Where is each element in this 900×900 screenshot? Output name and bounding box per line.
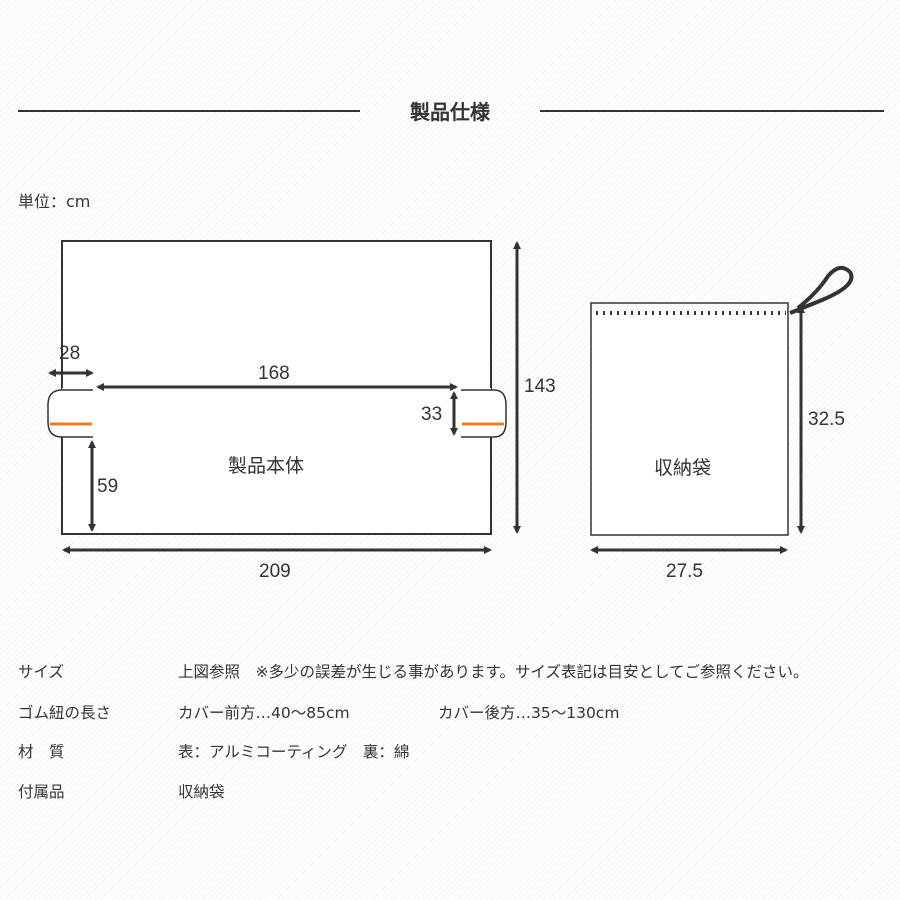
spec-label-accessory: 付属品 bbox=[18, 783, 65, 801]
product-body-label: 製品本体 bbox=[228, 456, 305, 477]
spec-label-material: 材 質 bbox=[18, 743, 65, 761]
spec-value-cord-back: カバー後方…35〜130cm bbox=[438, 704, 620, 722]
left-strap bbox=[47, 389, 93, 438]
dim-209: 209 bbox=[259, 561, 291, 582]
dim-27-5: 27.5 bbox=[666, 561, 703, 582]
dim-28: 28 bbox=[59, 343, 81, 364]
spec-value-cord-front: カバー前方…40〜85cm bbox=[178, 704, 350, 722]
storage-bag bbox=[590, 265, 854, 536]
dim-143: 143 bbox=[524, 376, 556, 397]
dim-59: 59 bbox=[97, 476, 119, 497]
spec-value-accessory: 収納袋 bbox=[178, 783, 225, 801]
spec-label-cord: ゴム紐の長さ bbox=[18, 704, 112, 722]
title-rule-left bbox=[18, 110, 360, 112]
page-title: 製品仕様 bbox=[410, 100, 490, 124]
unit-label: 単位：cm bbox=[18, 192, 91, 211]
dim-168: 168 bbox=[258, 363, 290, 384]
storage-bag-label: 収納袋 bbox=[654, 458, 712, 479]
dim-33: 33 bbox=[421, 404, 443, 425]
spec-value-size: 上図参照 ※多少の誤差が生じる事があります。サイズ表記は目安としてご参照ください… bbox=[178, 663, 809, 681]
spec-label-size: サイズ bbox=[18, 663, 65, 681]
spec-value-material: 表：アルミコーティング 裏：綿 bbox=[178, 743, 410, 761]
dim-32-5: 32.5 bbox=[808, 409, 845, 430]
title-rule-right bbox=[540, 110, 884, 112]
right-strap bbox=[461, 389, 507, 438]
